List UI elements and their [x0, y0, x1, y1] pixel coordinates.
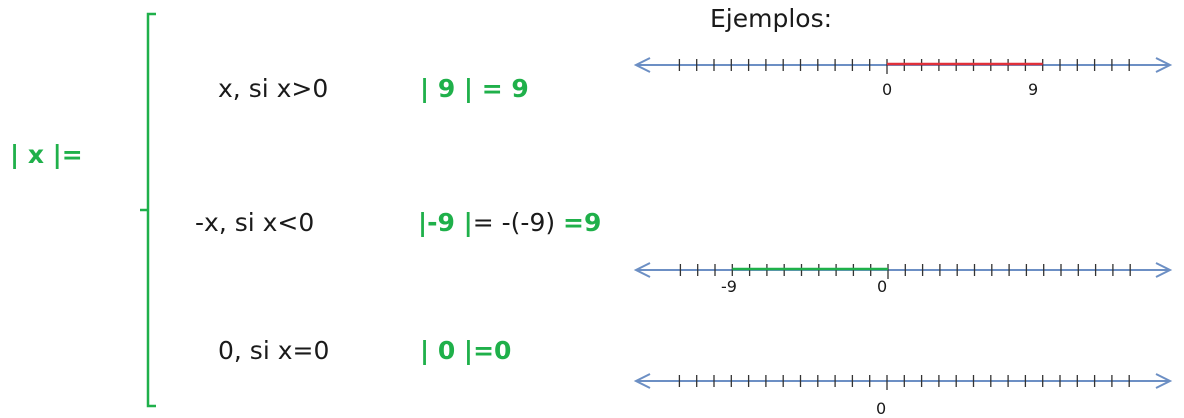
case-negative-condition: -x, si x<0: [195, 208, 315, 237]
line1-label-0: 0: [882, 80, 893, 99]
case-positive-condition: x, si x>0: [218, 74, 329, 103]
line3-label-0: 0: [876, 399, 887, 418]
number-line-3-right-arrow: [1155, 373, 1173, 389]
case-zero-example: | 0 |=0: [420, 336, 512, 365]
number-line-2-left-arrow: [633, 262, 651, 278]
case-zero-condition: 0, si x=0: [218, 336, 330, 365]
case-negative-example-mid: = -(-9): [472, 208, 564, 237]
number-line-1-right-arrow: [1155, 57, 1173, 73]
number-line-1-left-arrow: [633, 57, 651, 73]
line2-label-minus9: -9: [721, 277, 737, 296]
case-negative-example-lhs: |-9 |: [418, 208, 473, 237]
absolute-value-definition: | x |=: [10, 140, 83, 169]
number-line-3-left-arrow: [633, 373, 651, 389]
case-negative-example-result: =9: [563, 208, 602, 237]
case-negative-example: |-9 |= -(-9) =9: [418, 208, 601, 237]
line2-label-0: 0: [877, 277, 888, 296]
line1-label-9: 9: [1028, 80, 1039, 99]
number-line-2-right-arrow: [1155, 262, 1173, 278]
examples-title: Ejemplos:: [710, 4, 833, 33]
case-positive-example: | 9 | = 9: [420, 74, 529, 103]
